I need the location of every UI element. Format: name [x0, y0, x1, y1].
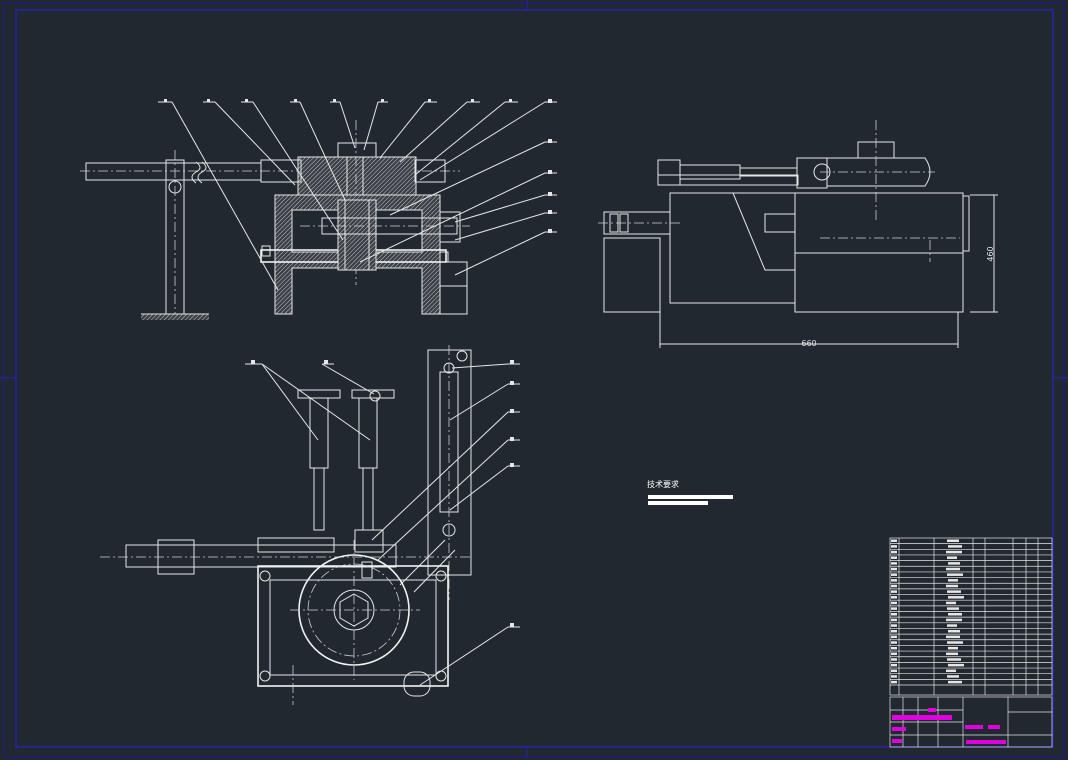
parts-list-index-mark: [891, 680, 897, 684]
front-section-view: [80, 99, 557, 320]
parts-list-index-mark: [891, 635, 897, 639]
parts-list-index-mark: [891, 629, 897, 633]
parts-list-cell-mark: [946, 584, 958, 588]
parts-list-cell-mark: [946, 669, 956, 673]
parts-list-index-mark: [891, 641, 897, 644]
parts-list-cell-mark: [948, 579, 958, 582]
parts-list-cell-mark: [946, 618, 962, 622]
parts-list-cell-mark: [947, 675, 959, 678]
parts-list-cell-mark: [948, 562, 960, 565]
parts-list-index-mark: [891, 573, 897, 576]
parts-list-cell-mark: [948, 646, 958, 650]
parts-list-index-mark: [891, 652, 897, 656]
parts-list-cell-mark: [946, 635, 960, 639]
parts-list-index-mark: [891, 624, 897, 627]
width-dimension: 660: [801, 339, 816, 348]
requirement-line-2: [648, 501, 708, 505]
parts-list-index-mark: [891, 550, 897, 554]
parts-list-index-mark: [891, 539, 897, 542]
parts-list-index-mark: [891, 658, 897, 661]
parts-list-index-mark: [891, 556, 897, 559]
parts-list-index-mark: [891, 669, 897, 673]
parts-list-cell-mark: [946, 601, 956, 605]
parts-list-cell-mark: [948, 596, 964, 599]
parts-list-cell-mark: [946, 652, 958, 656]
parts-list-index-mark: [891, 601, 897, 605]
technical-requirements-title: 技术要求: [647, 479, 679, 489]
parts-list-index-mark: [891, 545, 897, 548]
parts-list-cell-mark: [946, 550, 962, 554]
requirement-line-1: [648, 495, 733, 499]
plan-view: [100, 345, 520, 705]
parts-list-index-mark: [891, 579, 897, 582]
parts-list-index-mark: [891, 663, 897, 667]
parts-list-cell-mark: [948, 545, 962, 548]
height-dimension: 460: [986, 246, 995, 261]
parts-list-cell-mark: [947, 590, 961, 593]
parts-list-cell-mark: [946, 567, 960, 571]
title-block: [889, 696, 1053, 748]
parts-list-index-mark: [891, 646, 897, 650]
parts-list-cell-mark: [947, 658, 961, 661]
parts-list-index-mark: [891, 675, 897, 678]
parts-list-cell-mark: [948, 629, 960, 633]
parts-list-index-mark: [891, 607, 897, 610]
parts-list-cell-mark: [948, 680, 962, 684]
parts-list-cell-mark: [947, 607, 959, 610]
parts-list-cell-mark: [948, 613, 962, 616]
side-view: [598, 120, 998, 348]
parts-list-index-mark: [891, 590, 897, 593]
parts-list-cell-mark: [947, 573, 963, 576]
parts-list-index-mark: [891, 618, 897, 622]
parts-list-index-mark: [891, 584, 897, 588]
parts-list-index-mark: [891, 613, 897, 616]
parts-list-cell-mark: [947, 556, 957, 559]
parts-list-index-mark: [891, 567, 897, 571]
parts-list: [889, 537, 1053, 696]
parts-list-cell-mark: [947, 624, 957, 627]
parts-list-index-mark: [891, 562, 897, 565]
parts-list-cell-mark: [947, 641, 963, 644]
parts-list-cell-mark: [948, 663, 964, 667]
parts-list-index-mark: [891, 596, 897, 599]
parts-list-cell-mark: [947, 539, 959, 542]
